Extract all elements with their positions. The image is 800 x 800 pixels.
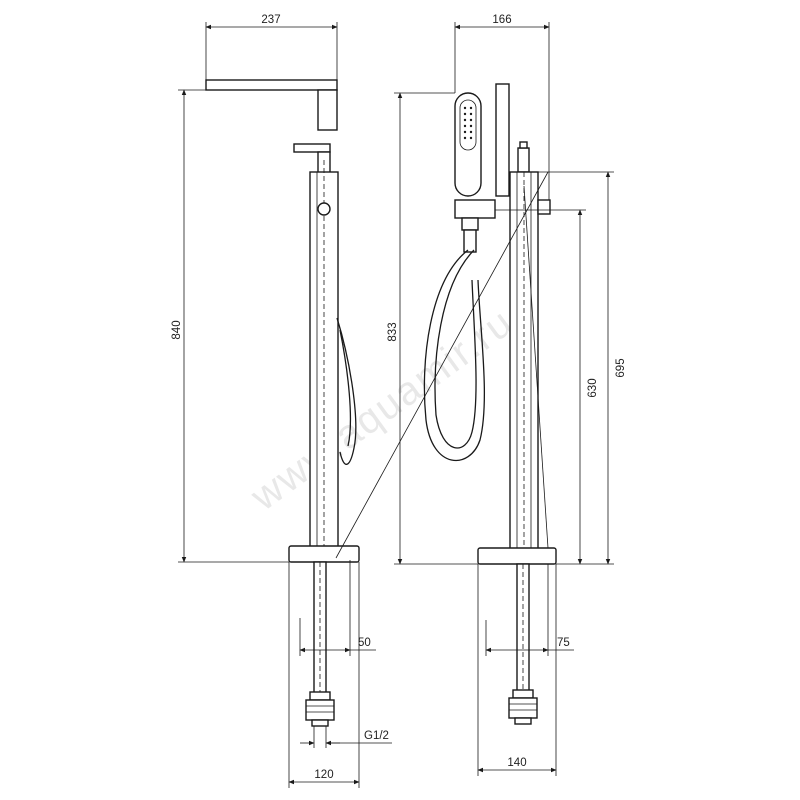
side-dim-width-top: 237 (205, 14, 338, 80)
dim-label-g12: G1/2 (364, 730, 389, 742)
side-dim-base-width: 120 (288, 562, 360, 788)
front-faucet-body (423, 83, 557, 725)
shower-nozzle-pattern (463, 106, 473, 140)
front-view: 166 833 695 630 (335, 14, 627, 776)
side-dim-height-total: 840 (171, 89, 289, 563)
side-faucet-body (205, 79, 360, 727)
dim-label-50: 50 (358, 637, 371, 649)
dim-label-237: 237 (261, 14, 280, 26)
dim-label-695: 695 (615, 358, 627, 377)
dim-label-833: 833 (387, 322, 399, 341)
dim-label-630: 630 (587, 378, 599, 397)
side-dim-pipe-offset: 50 (299, 560, 376, 656)
dim-label-166: 166 (492, 14, 511, 26)
front-dim-width-top: 166 (454, 14, 550, 200)
front-dim-height-outlet: 695 (538, 171, 627, 565)
side-dim-thread: G1/2 (300, 726, 392, 748)
front-dim-base-width: 140 (477, 564, 557, 776)
reference-diagonal (335, 171, 549, 559)
watermark: www.aquamir.ru (242, 300, 522, 520)
front-dim-pipe-offset: 75 (485, 564, 574, 656)
dim-label-140: 140 (507, 757, 526, 769)
dim-label-75: 75 (557, 637, 570, 649)
dim-label-840: 840 (171, 320, 183, 339)
reference-diagonal-2 (523, 185, 549, 549)
dim-label-120: 120 (314, 769, 333, 781)
front-dim-height-holder: 630 (495, 209, 599, 565)
front-dim-height-total: 833 (387, 92, 478, 565)
side-view: 237 840 50 G1/2 (171, 14, 392, 788)
